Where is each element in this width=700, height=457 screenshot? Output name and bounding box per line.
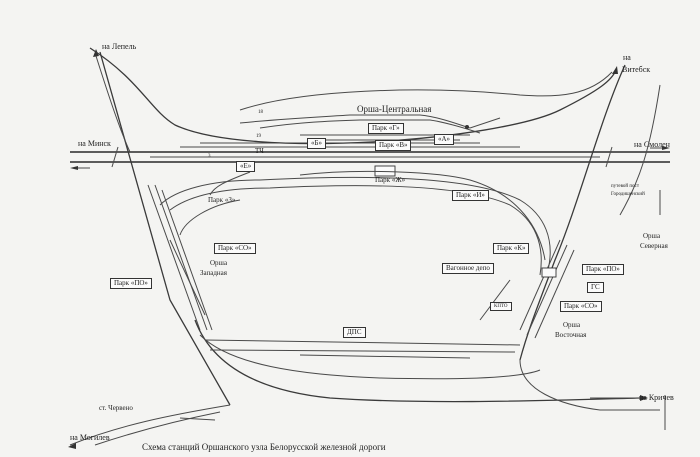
- park-zh-label: Парк «Ж»: [375, 176, 406, 184]
- krichev-arrow-icon: [640, 395, 648, 401]
- east-track-3: [534, 249, 575, 339]
- southern-line-inner: [199, 334, 541, 380]
- north-loop-inner: [239, 71, 613, 111]
- vitebsk-arrow-icon: [612, 66, 618, 74]
- park-g-exit: [469, 117, 501, 129]
- chervenyi-spur: [179, 417, 216, 421]
- direction-smolensk: на Смолен: [634, 140, 670, 149]
- post-label-line1: путевой пост: [611, 184, 640, 189]
- mogilev-line: [69, 404, 231, 446]
- station-chervenyi: ст. Червено: [99, 404, 133, 412]
- north-line: [619, 84, 661, 216]
- track-number-3: 3: [208, 154, 211, 159]
- park-po-west-box: Парк «ПО»: [110, 278, 152, 289]
- signal-dot: [465, 125, 469, 129]
- kpto-box: КПТО: [490, 302, 512, 311]
- station-west-line2: Западная: [200, 269, 228, 277]
- east-track-1: [519, 239, 561, 331]
- park-z-curve: [179, 199, 241, 236]
- park-i-box: Парк «И»: [452, 190, 489, 201]
- crossing-mark-west: [111, 146, 119, 168]
- dps-track-1: [204, 339, 521, 346]
- east-track-2: [526, 244, 568, 336]
- park-e-box: «Е»: [236, 161, 256, 172]
- west-track-3: [161, 189, 213, 331]
- station-north-line2: Северная: [640, 242, 668, 250]
- east-building: [541, 267, 557, 278]
- krichev-loop: [519, 359, 660, 411]
- track-number-19: 19: [256, 134, 261, 139]
- west-track-2: [154, 184, 208, 331]
- park-v-box: Парк «В»: [375, 140, 412, 151]
- station-east-line2: Восточная: [555, 331, 587, 339]
- park-zh-track: [299, 170, 546, 261]
- station-orsha-central: Орша-Центральная: [357, 104, 432, 114]
- inner-oval-top-2: [169, 185, 542, 276]
- park-z-label: Парк «З»: [208, 196, 236, 204]
- west-track-4: [169, 239, 206, 316]
- lepel-branch: [95, 55, 131, 153]
- diagram-title: Схема станций Оршанского узла Белорусско…: [142, 442, 386, 452]
- dps-track-3: [299, 354, 471, 359]
- park-so-west-box: Парк «СО»: [214, 243, 256, 254]
- lepel-vitebsk-loop: [89, 47, 617, 145]
- mogilev-arrow-icon: [68, 443, 76, 449]
- park-b-box: «Б»: [307, 138, 327, 149]
- lepel-line: [99, 51, 231, 406]
- direction-minsk: на Минск: [78, 139, 111, 148]
- direction-vitebsk: Витебск: [622, 65, 651, 74]
- station-west-line1: Орша: [210, 259, 228, 267]
- station-north-line1: Орша: [643, 232, 661, 240]
- direction-lepel: на Лепель: [102, 42, 137, 51]
- minsk-arrow-icon: [70, 166, 78, 170]
- lepel-arrow-icon: [93, 49, 99, 57]
- park-k-box: Парк «К»: [493, 243, 530, 254]
- southern-line: [194, 319, 641, 403]
- dps-box: ДПС: [343, 327, 366, 338]
- park-po-east-box: Парк «ПО»: [582, 264, 624, 275]
- park-so-east-box: Парк «СО»: [560, 301, 602, 312]
- direction-mogilev: на Могилев: [70, 433, 110, 442]
- dps-track-2: [209, 349, 516, 353]
- gs-box: ГС: [587, 282, 604, 293]
- west-track-1: [147, 184, 201, 331]
- wagon-depot-box: Вагонное депо: [442, 263, 494, 274]
- track-number-18: 18: [258, 110, 263, 115]
- smolensk-arrow-icon: [662, 146, 670, 150]
- station-east-line1: Орша: [563, 321, 581, 329]
- park-a-box: «А»: [434, 134, 455, 145]
- mogilev-line-2: [94, 411, 221, 446]
- park-g-box: Парк «Г»: [368, 123, 404, 134]
- crossing-mark-east: [605, 146, 613, 168]
- inner-oval-top: [159, 176, 551, 271]
- park-g-track-2: [259, 119, 481, 134]
- post-label-line2: Городищенский: [611, 192, 645, 197]
- depot-track: [479, 279, 511, 321]
- park-g-track-1: [239, 114, 471, 129]
- direction-vitebsk-prefix: на: [623, 53, 631, 62]
- tch-label: ТЧ: [255, 147, 264, 155]
- direction-krichev: на Кричев: [639, 393, 674, 402]
